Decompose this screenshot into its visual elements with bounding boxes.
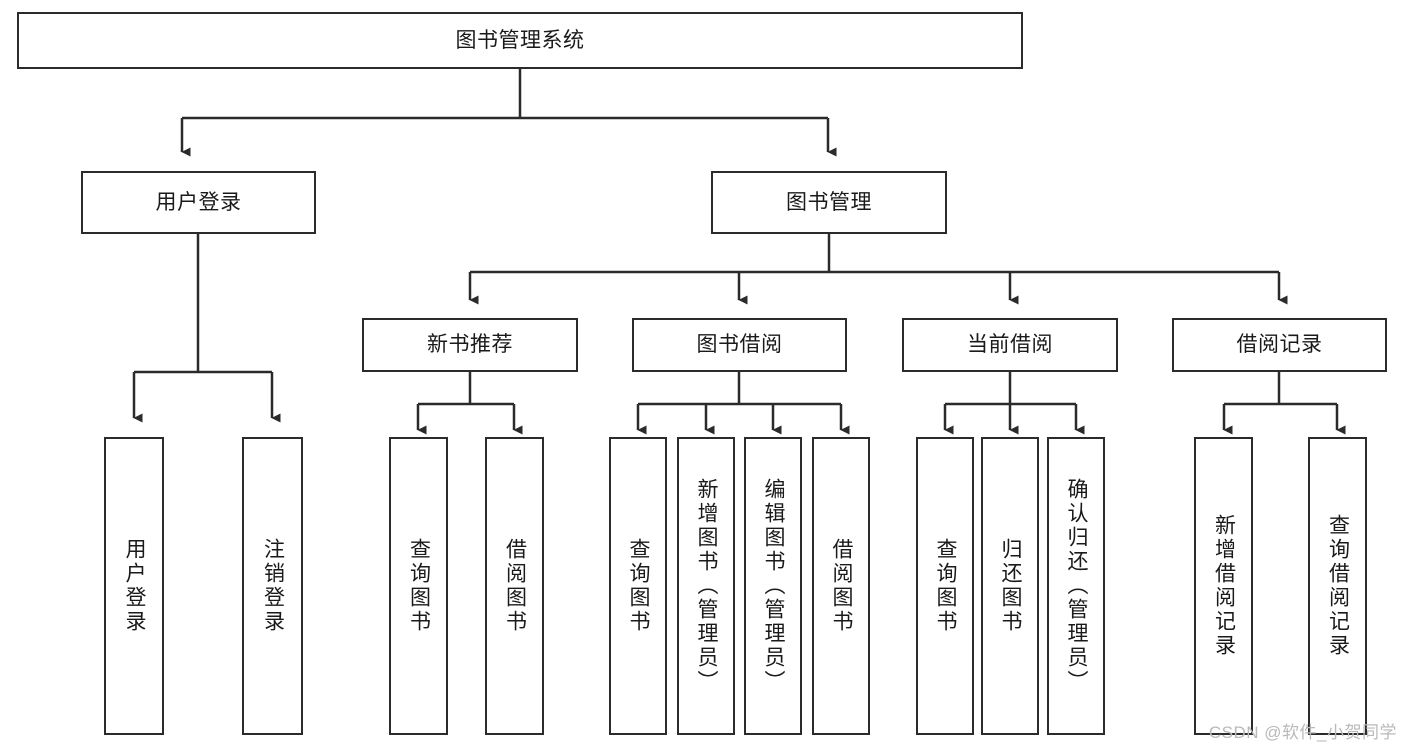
node-label: 当前借阅 — [967, 333, 1053, 357]
connector-root-to-level1 — [180, 68, 837, 157]
node-leaf-query-book-3[interactable]: 查询图书 — [916, 437, 974, 735]
node-label: 归还图书 — [999, 538, 1023, 634]
node-label: 用户登录 — [123, 538, 147, 634]
node-leaf-query-record[interactable]: 查询借阅记录 — [1308, 437, 1367, 735]
node-leaf-return-book[interactable]: 归还图书 — [981, 437, 1039, 735]
leaf-content: 归还图书 — [983, 439, 1037, 733]
connector-bookmgmt-to-level2 — [468, 234, 1288, 305]
node-book-management-system[interactable]: 图书管理系统 — [17, 12, 1023, 69]
node-leaf-query-book-1[interactable]: 查询图书 — [389, 437, 448, 735]
node-leaf-add-book[interactable]: 新增图书（管理员） — [677, 437, 735, 735]
leaf-content: 查询借阅记录 — [1310, 439, 1365, 733]
node-user-login[interactable]: 用户登录 — [81, 171, 316, 234]
node-label: 确认归还（管理员） — [1065, 478, 1089, 694]
node-label: 编辑图书（管理员） — [762, 478, 786, 694]
node-leaf-logout[interactable]: 注销登录 — [242, 437, 303, 735]
node-leaf-borrow-book-2[interactable]: 借阅图书 — [812, 437, 870, 735]
connector-bookborrow-to-leaves — [636, 372, 850, 435]
leaf-content: 新增借阅记录 — [1196, 439, 1251, 733]
node-new-book-recommend[interactable]: 新书推荐 — [362, 318, 578, 372]
node-label: 新增借阅记录 — [1212, 514, 1236, 658]
node-label: 查询图书 — [407, 538, 431, 634]
node-book-management[interactable]: 图书管理 — [711, 171, 947, 234]
connector-currentborrow-to-leaves — [943, 372, 1085, 435]
connector-newbook-to-leaves — [416, 372, 523, 435]
node-label: 注销登录 — [261, 538, 285, 634]
node-label: 图书管理 — [786, 190, 872, 214]
node-leaf-edit-book[interactable]: 编辑图书（管理员） — [744, 437, 802, 735]
node-current-borrow[interactable]: 当前借阅 — [902, 318, 1118, 372]
node-label: 新增图书（管理员） — [695, 478, 719, 694]
node-leaf-borrow-book-1[interactable]: 借阅图书 — [485, 437, 544, 735]
node-label: 新书推荐 — [427, 333, 513, 357]
leaf-content: 查询图书 — [611, 439, 665, 733]
node-label: 借阅图书 — [503, 538, 527, 634]
node-leaf-add-record[interactable]: 新增借阅记录 — [1194, 437, 1253, 735]
node-label: 借阅图书 — [830, 538, 854, 634]
node-label: 用户登录 — [155, 190, 242, 214]
connector-userlogin-to-leaves — [132, 234, 281, 423]
leaf-content: 借阅图书 — [487, 439, 542, 733]
node-label: 借阅记录 — [1236, 333, 1323, 357]
leaf-content: 借阅图书 — [814, 439, 868, 733]
node-label: 图书管理系统 — [455, 28, 585, 52]
leaf-content: 新增图书（管理员） — [679, 439, 733, 733]
node-label: 查询借阅记录 — [1326, 514, 1350, 658]
node-leaf-query-book-2[interactable]: 查询图书 — [609, 437, 667, 735]
leaf-content: 查询图书 — [391, 439, 446, 733]
node-book-borrow[interactable]: 图书借阅 — [632, 318, 847, 372]
leaf-content: 查询图书 — [918, 439, 972, 733]
node-borrow-record[interactable]: 借阅记录 — [1172, 318, 1387, 372]
node-leaf-user-login[interactable]: 用户登录 — [104, 437, 164, 735]
node-label: 查询图书 — [627, 538, 651, 634]
leaf-content: 注销登录 — [244, 439, 301, 733]
node-leaf-confirm-return[interactable]: 确认归还（管理员） — [1047, 437, 1105, 735]
leaf-content: 用户登录 — [106, 439, 162, 733]
node-label: 查询图书 — [934, 538, 958, 634]
csdn-watermark: CSDN @软件_小贺同学 — [1208, 723, 1397, 742]
connector-borrowrecord-to-leaves — [1222, 372, 1346, 435]
leaf-content: 确认归还（管理员） — [1049, 439, 1103, 733]
node-label: 图书借阅 — [696, 333, 783, 357]
leaf-content: 编辑图书（管理员） — [746, 439, 800, 733]
